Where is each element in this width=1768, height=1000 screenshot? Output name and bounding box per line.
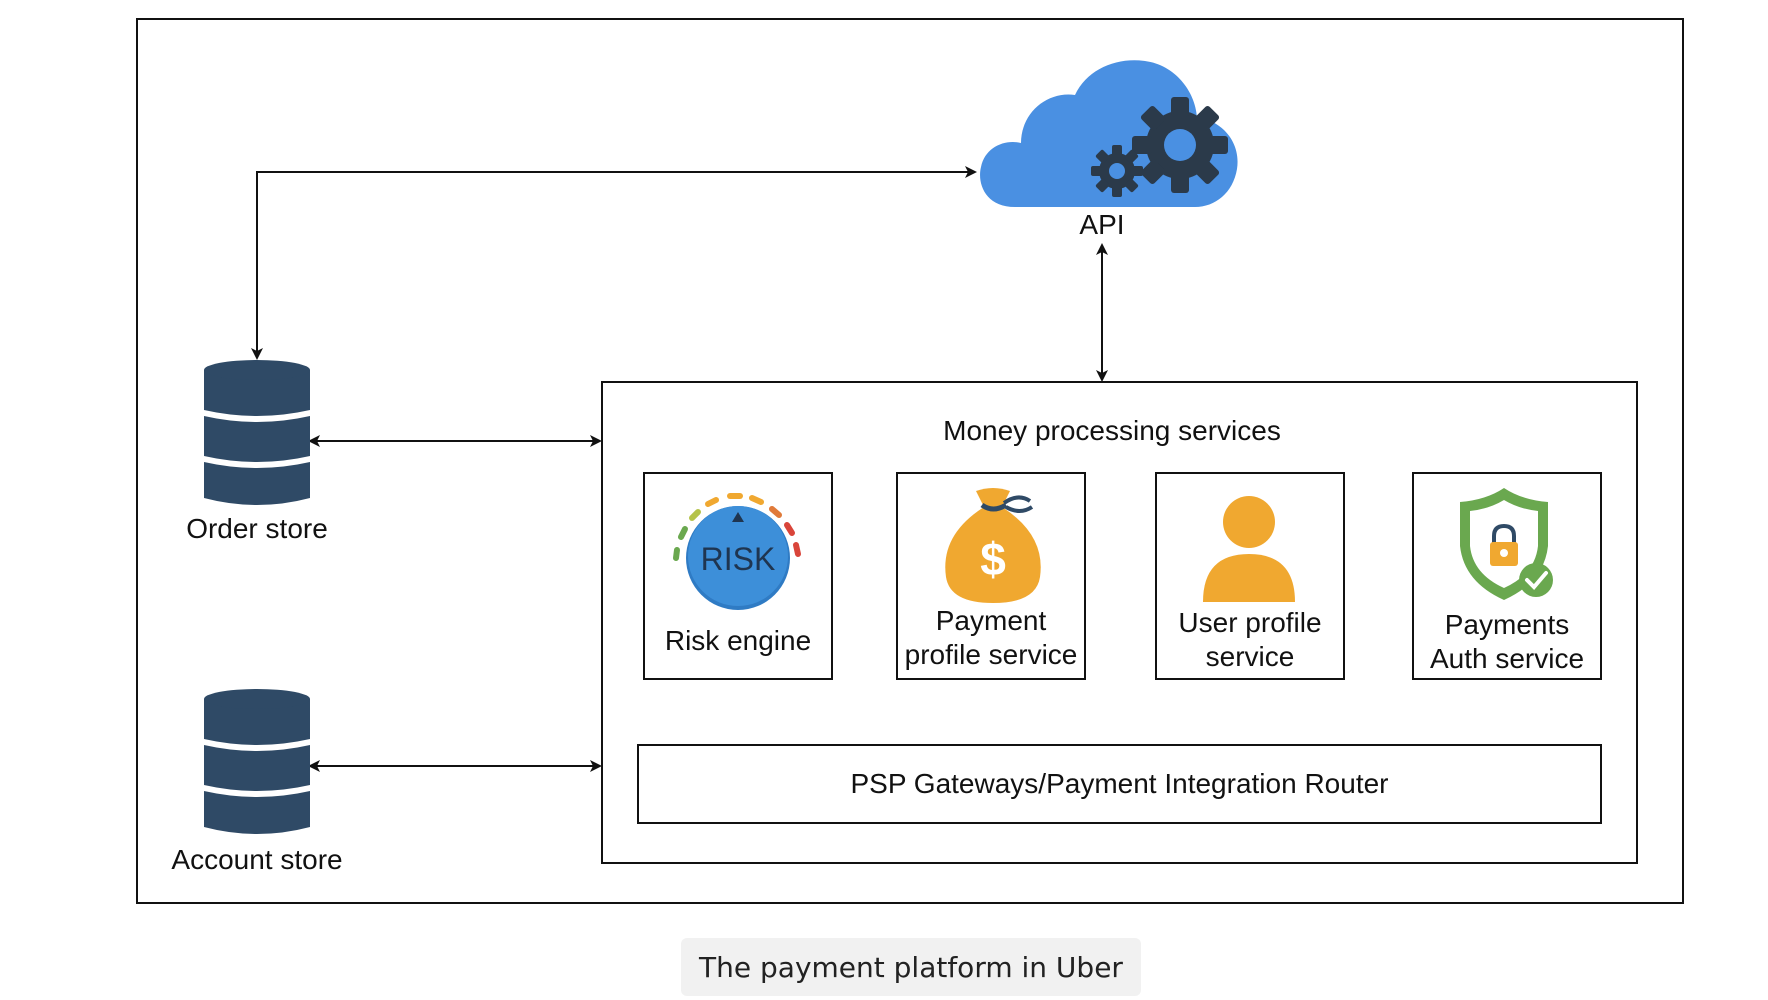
service-label-line1: User profile — [1178, 607, 1322, 638]
figure-caption: The payment platform in Uber — [681, 938, 1141, 996]
outer-frame — [136, 18, 1684, 904]
arrow-order-store-api — [251, 166, 977, 360]
database-icon — [204, 360, 310, 505]
cloud-gear-icon — [980, 60, 1238, 207]
service-payments-auth-label: Payments Auth service — [1412, 608, 1602, 676]
service-label-line1: Payments — [1444, 609, 1570, 640]
risk-dial-icon: RISK — [673, 493, 801, 610]
risk-dial-text: RISK — [701, 541, 776, 577]
order-store-label: Order store — [186, 513, 328, 544]
caption-text: The payment platform in Uber — [699, 950, 1123, 984]
service-label-line2: service — [1205, 641, 1295, 672]
service-label-line2: profile service — [904, 639, 1078, 670]
service-user-profile-label: User profile service — [1155, 606, 1345, 674]
money-bag-icon: $ — [945, 488, 1041, 603]
api-label: API — [1079, 209, 1125, 240]
money-processing-container — [601, 381, 1638, 864]
service-label-line1: Risk engine — [664, 625, 812, 656]
service-risk-engine-label: Risk engine — [643, 624, 833, 658]
psp-router-box: PSP Gateways/Payment Integration Router — [637, 744, 1602, 824]
service-label-line2: Auth service — [1429, 643, 1585, 674]
database-icon — [204, 689, 310, 834]
dollar-sign: $ — [980, 533, 1006, 585]
money-processing-title: Money processing services — [943, 415, 1281, 446]
account-store-label: Account store — [171, 844, 343, 875]
service-payment-profile-label: Payment profile service — [890, 604, 1092, 672]
shield-lock-icon — [1460, 488, 1553, 600]
service-label-line1: Payment — [935, 605, 1047, 636]
psp-router-label: PSP Gateways/Payment Integration Router — [850, 768, 1389, 799]
user-icon — [1203, 496, 1295, 602]
